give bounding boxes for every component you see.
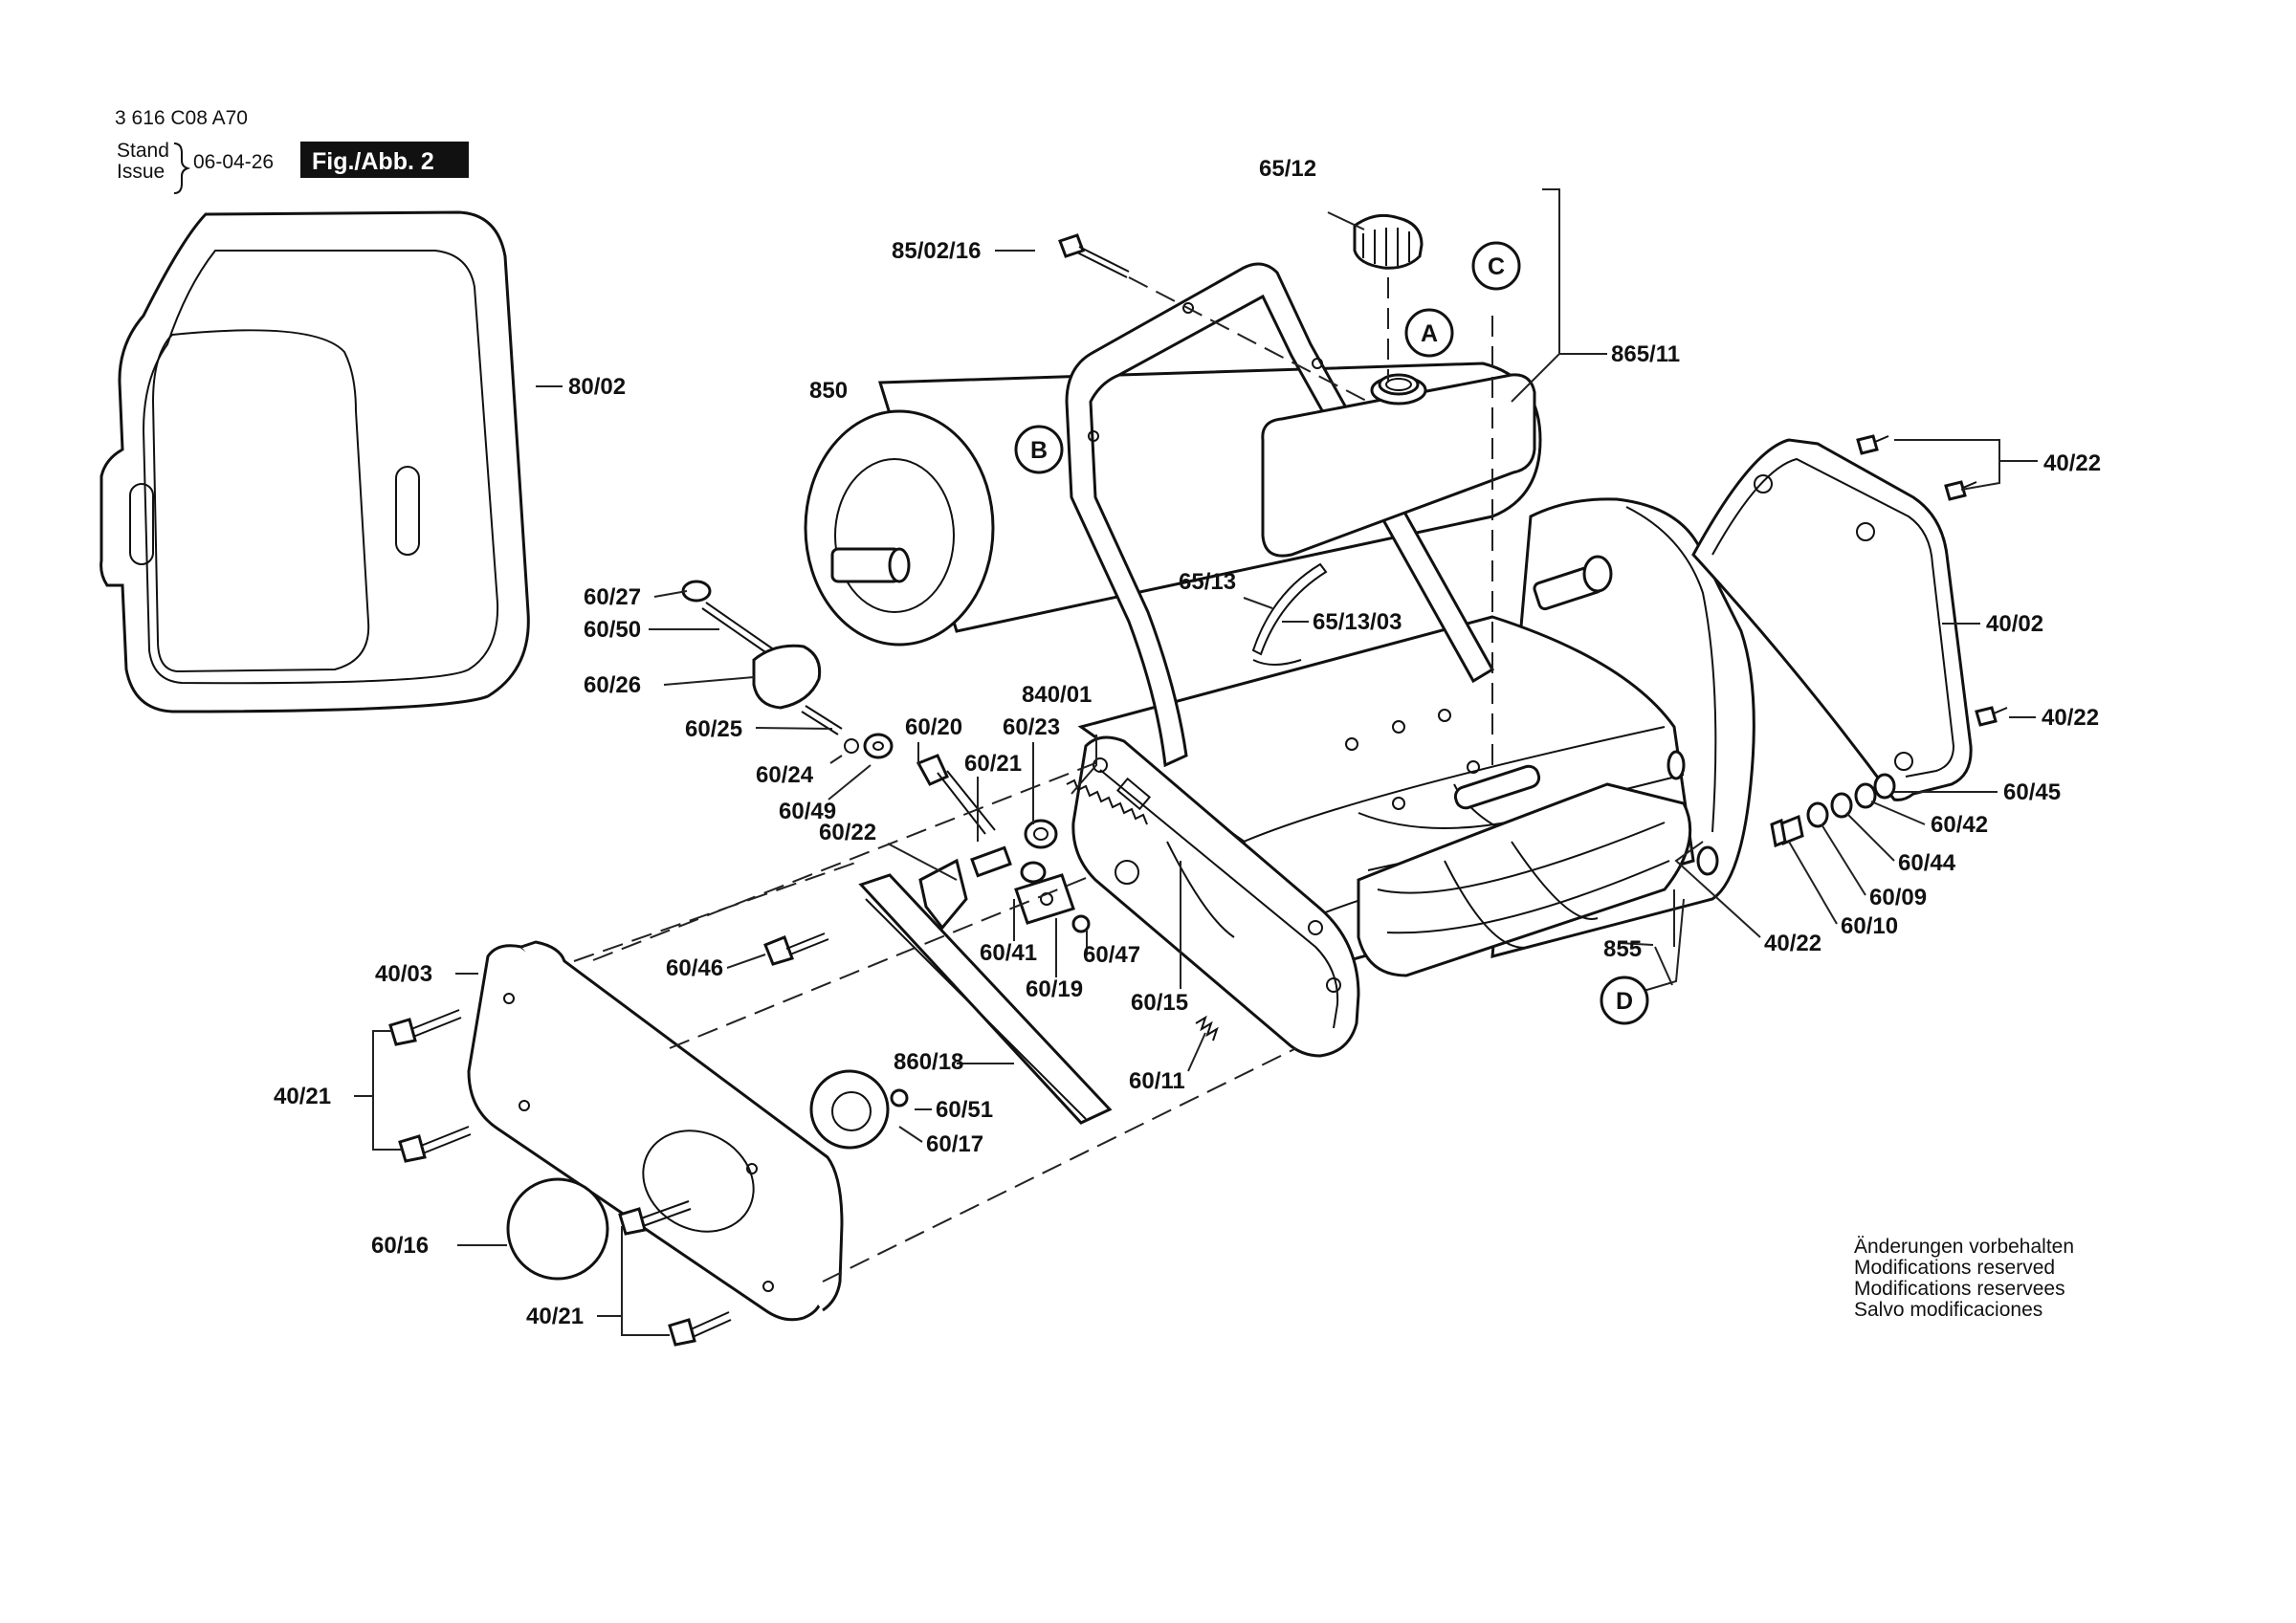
part-label-65-13: 65/13: [1179, 569, 1236, 595]
tank-cap-65-12: [1353, 213, 1424, 270]
part-label-840-01: 840/01: [1022, 682, 1092, 708]
part-label-60-23: 60/23: [1003, 714, 1060, 740]
part-label-60-22: 60/22: [819, 820, 876, 845]
part-label-60-19: 60/19: [1026, 976, 1083, 1002]
part-label-865-11: 865/11: [1611, 341, 1680, 367]
figure-badge: [300, 142, 469, 178]
part-label-60-21: 60/21: [964, 751, 1022, 777]
part-label-60-51: 60/51: [936, 1097, 993, 1123]
part-label-40-21-upper: 40/21: [274, 1084, 331, 1109]
brace-icon: [173, 143, 191, 194]
part-label-60-20: 60/20: [905, 714, 962, 740]
part-label-60-41: 60/41: [980, 940, 1037, 966]
reel-855: [1357, 750, 1719, 977]
part-label-860-18: 860/18: [894, 1049, 963, 1075]
part-label-80-02: 80/02: [568, 374, 626, 400]
part-label-60-17: 60/17: [926, 1131, 983, 1157]
assembly-lines: [573, 276, 1493, 1283]
part-label-855: 855: [1603, 936, 1642, 962]
callouts: A B C D: [1014, 241, 1649, 1025]
part-label-65-12: 65/12: [1259, 156, 1316, 182]
part-label-60-11: 60/11: [1129, 1068, 1185, 1094]
part-label-60-15: 60/15: [1131, 990, 1188, 1016]
leader-lines: [354, 188, 2038, 1336]
part-label-40-22-top: 40/22: [2043, 450, 2101, 476]
callout-circle-c: [1471, 241, 1521, 291]
part-label-40-22-mid: 40/22: [2042, 705, 2099, 731]
callout-circle-b: [1014, 425, 1064, 474]
callout-b: B: [1030, 437, 1048, 464]
note-line-fr: Modifications reservees: [1854, 1278, 2065, 1300]
part-label-40-21-lower: 40/21: [526, 1304, 584, 1329]
header-block: 3 616 C08 A70 Stand Issue 06-04-26 Fig./…: [115, 107, 469, 194]
part-label-60-10: 60/10: [1841, 913, 1898, 939]
part-label-40-03: 40/03: [375, 961, 432, 987]
small-parts: [388, 233, 2008, 1347]
note-line-de: Änderungen vorbehalten: [1854, 1236, 2074, 1258]
part-label-40-02: 40/02: [1986, 611, 2043, 637]
part-label-60-25: 60/25: [685, 716, 742, 742]
part-label-60-46: 60/46: [666, 955, 723, 981]
stand-label: Stand: [117, 140, 169, 162]
part-label-60-50: 60/50: [584, 617, 641, 643]
cover-plate-40-02: [1691, 438, 1973, 801]
callout-c: C: [1488, 253, 1505, 280]
callout-a: A: [1421, 320, 1438, 347]
part-label-60-09: 60/09: [1869, 885, 1927, 910]
part-label-60-27: 60/27: [584, 584, 641, 610]
issue-label: Issue: [117, 161, 165, 183]
handle-frame: [1065, 262, 1495, 768]
grass-box-80-02: [99, 210, 530, 713]
doc-number: 3 616 C08 A70: [115, 107, 248, 129]
part-label-65-13-03: 65/13/03: [1313, 609, 1402, 635]
modifications-note: Änderungen vorbehalten Modifications res…: [1854, 1236, 2074, 1321]
part-label-85-02-16: 85/02/16: [892, 238, 981, 264]
part-label-60-24: 60/24: [756, 762, 814, 788]
part-label-850: 850: [809, 378, 848, 404]
part-label-60-42: 60/42: [1931, 812, 1988, 838]
part-label-60-45: 60/45: [2003, 779, 2061, 805]
note-line-en: Modifications reserved: [1854, 1257, 2055, 1279]
issue-date: 06-04-26: [193, 151, 274, 173]
part-label-60-26: 60/26: [584, 672, 641, 698]
note-line-es: Salvo modificaciones: [1854, 1299, 2042, 1321]
part-label-60-44: 60/44: [1898, 850, 1956, 876]
part-label-60-49: 60/49: [779, 799, 836, 824]
callout-d: D: [1616, 988, 1633, 1015]
part-label-40-22-low: 40/22: [1764, 931, 1821, 956]
side-cover-40-03: [467, 940, 844, 1322]
part-label-60-47: 60/47: [1083, 942, 1140, 968]
callout-circle-a: [1404, 308, 1454, 358]
figure-label: Fig./Abb. 2: [312, 148, 434, 175]
callout-circle-d: [1600, 976, 1649, 1025]
part-label-60-16: 60/16: [371, 1233, 429, 1259]
part-labels: 80/02 850 85/02/16 65/12 865/11 40/22 40…: [274, 156, 2101, 1329]
